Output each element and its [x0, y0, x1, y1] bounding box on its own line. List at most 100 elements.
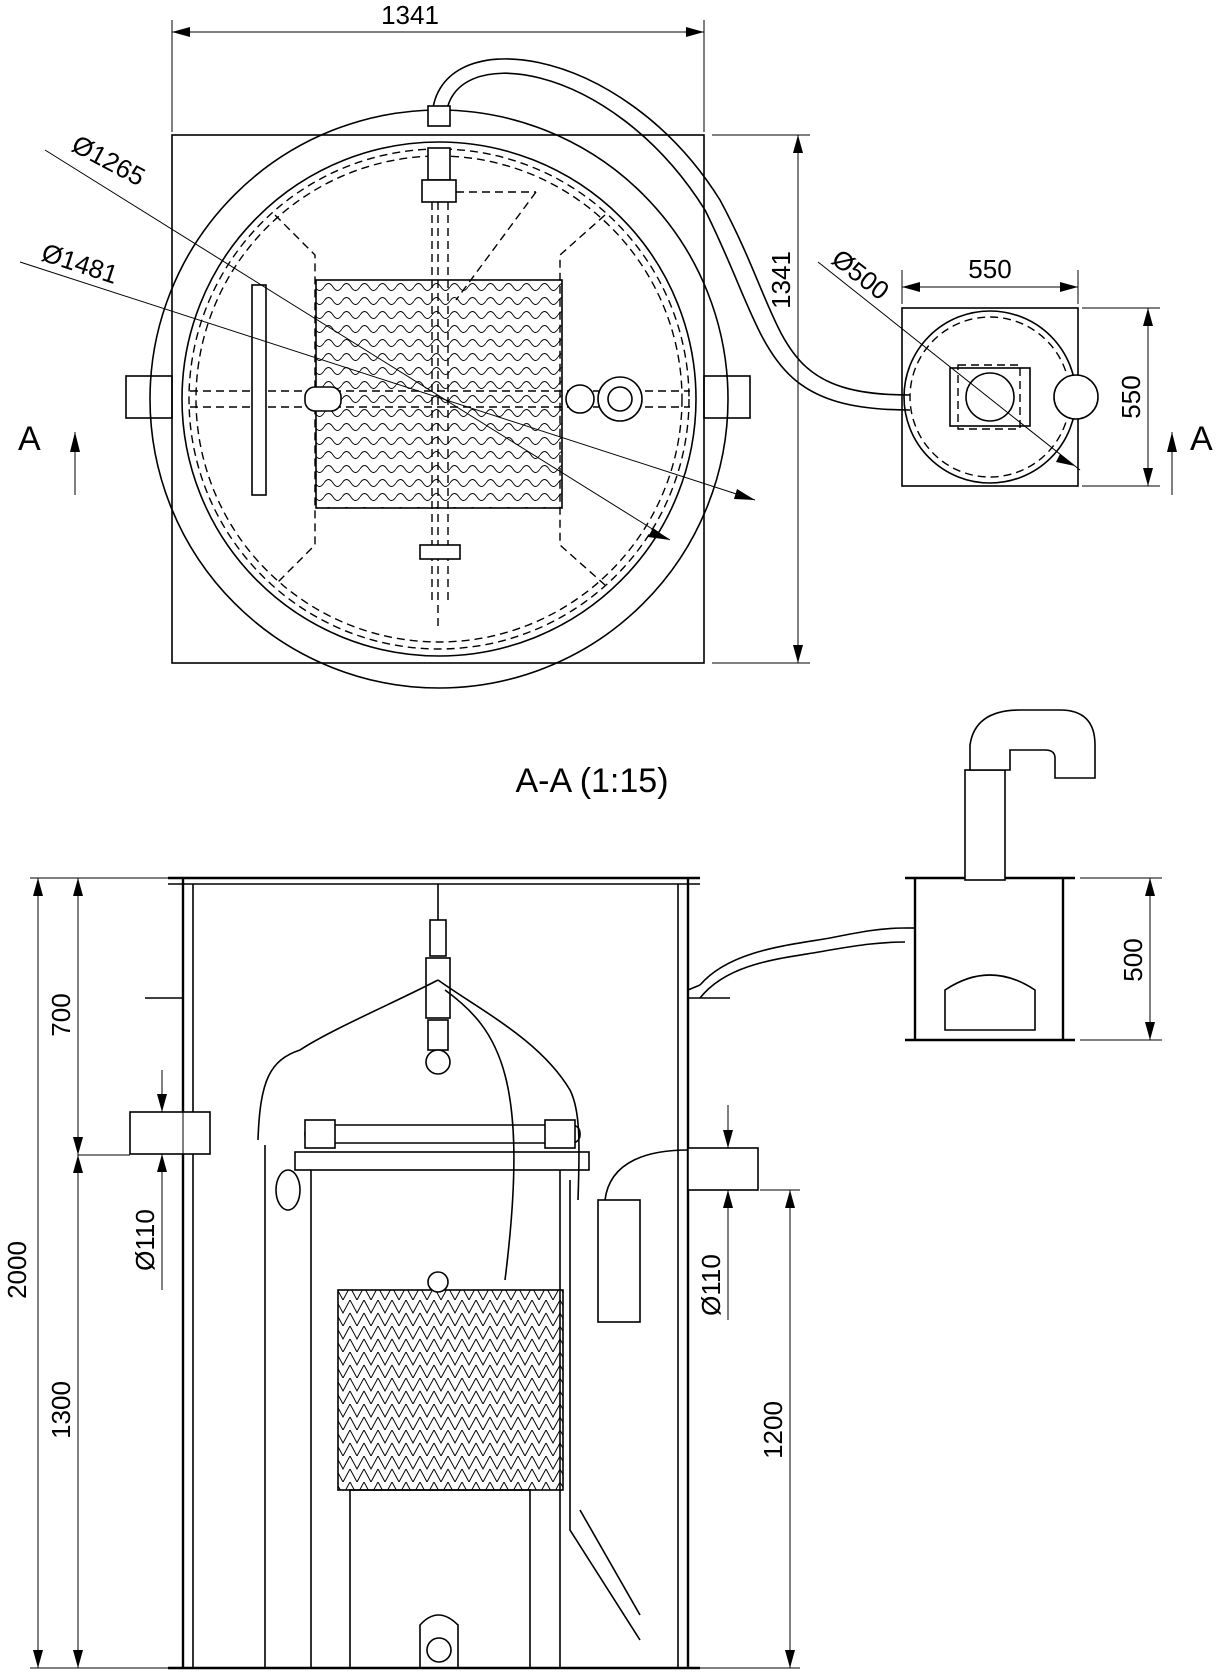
- valve-diagonal: [455, 191, 537, 301]
- section-hose-joint: [687, 984, 701, 991]
- leader-arrow-1265: [648, 528, 670, 540]
- small-dim-arrow-u: [1143, 308, 1153, 326]
- hanger-body: [425, 957, 451, 1019]
- dia-500-label: Ø500: [826, 243, 895, 306]
- leader-dia-500: [817, 261, 1081, 471]
- small-sec-dim-arrow-u: [1145, 878, 1155, 896]
- right-baffle: [559, 214, 606, 586]
- chamber-horizontal-pipe: [304, 1124, 581, 1144]
- pipe-valve-right: [597, 376, 643, 422]
- dim-arrow-left: [172, 27, 190, 37]
- dim-inlet-arrow-top: [157, 1094, 167, 1112]
- small-tank-riser: [964, 769, 1006, 881]
- filter-mesh: [315, 279, 563, 509]
- section-marker-left: A: [18, 420, 41, 458]
- dim-upper-arrow-u: [73, 878, 83, 896]
- chamber-pipe-coupling-right: [544, 1119, 576, 1149]
- small-tank-width-label: 550: [968, 254, 1011, 284]
- leader-arrow-1481: [734, 489, 755, 500]
- valve-top: [427, 147, 451, 181]
- dia-1481-label: Ø1481: [38, 237, 122, 290]
- small-pump: [944, 974, 1036, 1031]
- inner-ring: [181, 141, 697, 657]
- filter-base: [349, 1489, 531, 1669]
- dim-outlet-arrow-top: [723, 1130, 733, 1148]
- hanger-bottom-ring: [425, 1049, 451, 1075]
- outlet-riser: [597, 1199, 641, 1323]
- bottom-outlet-housing: [419, 1614, 459, 1668]
- section-view: [129, 876, 915, 1670]
- small-tank-top-view: 550 550 Ø500: [817, 243, 1160, 487]
- small-tank-height-label: 550: [1116, 375, 1146, 418]
- section-marker-right-arrow: [1167, 432, 1177, 452]
- pipe-fitting: [565, 384, 595, 414]
- dim-outlet-arrow-bot: [723, 1190, 733, 1208]
- dim-inlet-arrow-bot: [157, 1154, 167, 1172]
- dim-outlet-height-arrow-d: [785, 1650, 795, 1668]
- total-height-label: 2000: [2, 1241, 32, 1299]
- hanger-lower: [427, 1019, 449, 1051]
- small-dim-arrow-d: [1143, 468, 1153, 486]
- small-sec-dim-arrow-d: [1145, 1022, 1155, 1040]
- upper-height-label: 700: [46, 993, 76, 1036]
- filter-lift-eye: [427, 1271, 449, 1293]
- filter-cartridge: [337, 1289, 564, 1491]
- small-tank-elbow: [969, 709, 1096, 779]
- outlet-height-label: 1200: [758, 1401, 788, 1459]
- inlet-pipe-left: [129, 1111, 211, 1155]
- small-pump-circle: [965, 372, 1015, 422]
- outlet-pipe-right: [687, 1147, 759, 1191]
- dim-arrow-up: [793, 135, 803, 153]
- cable-middle: [444, 989, 515, 1281]
- section-dimensions: 2000 700 1300 Ø110 Ø110 1200: [2, 877, 800, 1669]
- leader-dia-1481: [19, 261, 756, 501]
- chamber-top-plate: [294, 1151, 590, 1171]
- bottom-outlet-circle: [426, 1637, 452, 1663]
- small-tank-outlet: [1053, 374, 1099, 420]
- dim-outlet-height-arrow-u: [785, 1190, 795, 1208]
- hose-inner: [445, 72, 911, 411]
- section-marker-left-arrow: [70, 432, 80, 452]
- inlet-dia-label: Ø110: [130, 1209, 160, 1271]
- section-marker-right: A: [1190, 420, 1213, 458]
- top-view: 1341 1341 Ø1481 Ø1265 A A: [18, 0, 1213, 689]
- leader-dia-1265: [44, 149, 671, 541]
- valve-body: [421, 179, 457, 203]
- dim-arrow-down: [793, 645, 803, 663]
- section-title: A-A (1:15): [515, 762, 668, 800]
- chamber-port: [275, 1169, 301, 1211]
- dim-total-arrow-u: [33, 878, 43, 896]
- dim-arrow-right: [686, 27, 704, 37]
- dim-upper-arrow-d: [73, 1137, 83, 1155]
- left-bracket: [251, 284, 267, 496]
- lower-height-label: 1300: [46, 1381, 76, 1439]
- pipe-valve-inner: [607, 386, 633, 412]
- bottom-flange: [419, 544, 461, 560]
- float-arm: [569, 1180, 641, 1641]
- float-arm-2: [579, 1509, 641, 1616]
- small-dim-arrow-l: [902, 282, 920, 292]
- outlet-dia-label: Ø110: [696, 1254, 726, 1316]
- leader-arrow-500: [1056, 454, 1075, 466]
- top-left-pipe-stub: [125, 375, 173, 419]
- hanger-clamp: [429, 919, 447, 957]
- dim-lower-arrow-d: [73, 1650, 83, 1668]
- outlet-elbow: [604, 1149, 689, 1320]
- dim-lower-arrow-u: [73, 1155, 83, 1173]
- small-dim-arrow-r: [1060, 282, 1078, 292]
- top-width-label: 1341: [381, 0, 439, 30]
- section-hose-top: [699, 927, 906, 986]
- dim-total-arrow-d: [33, 1650, 43, 1668]
- chamber-pipe-coupling-left: [304, 1119, 336, 1149]
- small-tank-section: 500: [905, 709, 1162, 1042]
- pipe-coupling-left: [304, 386, 342, 412]
- cable-left: [257, 979, 439, 1141]
- cable-right: [437, 979, 580, 1201]
- small-tank-depth-label: 500: [1118, 938, 1148, 981]
- top-height-label: 1341: [766, 251, 796, 309]
- small-pump-outline: [957, 364, 1021, 430]
- dia-1265-label: Ø1265: [67, 129, 150, 192]
- hose-outer: [431, 58, 911, 396]
- section-hose-bottom: [699, 941, 906, 999]
